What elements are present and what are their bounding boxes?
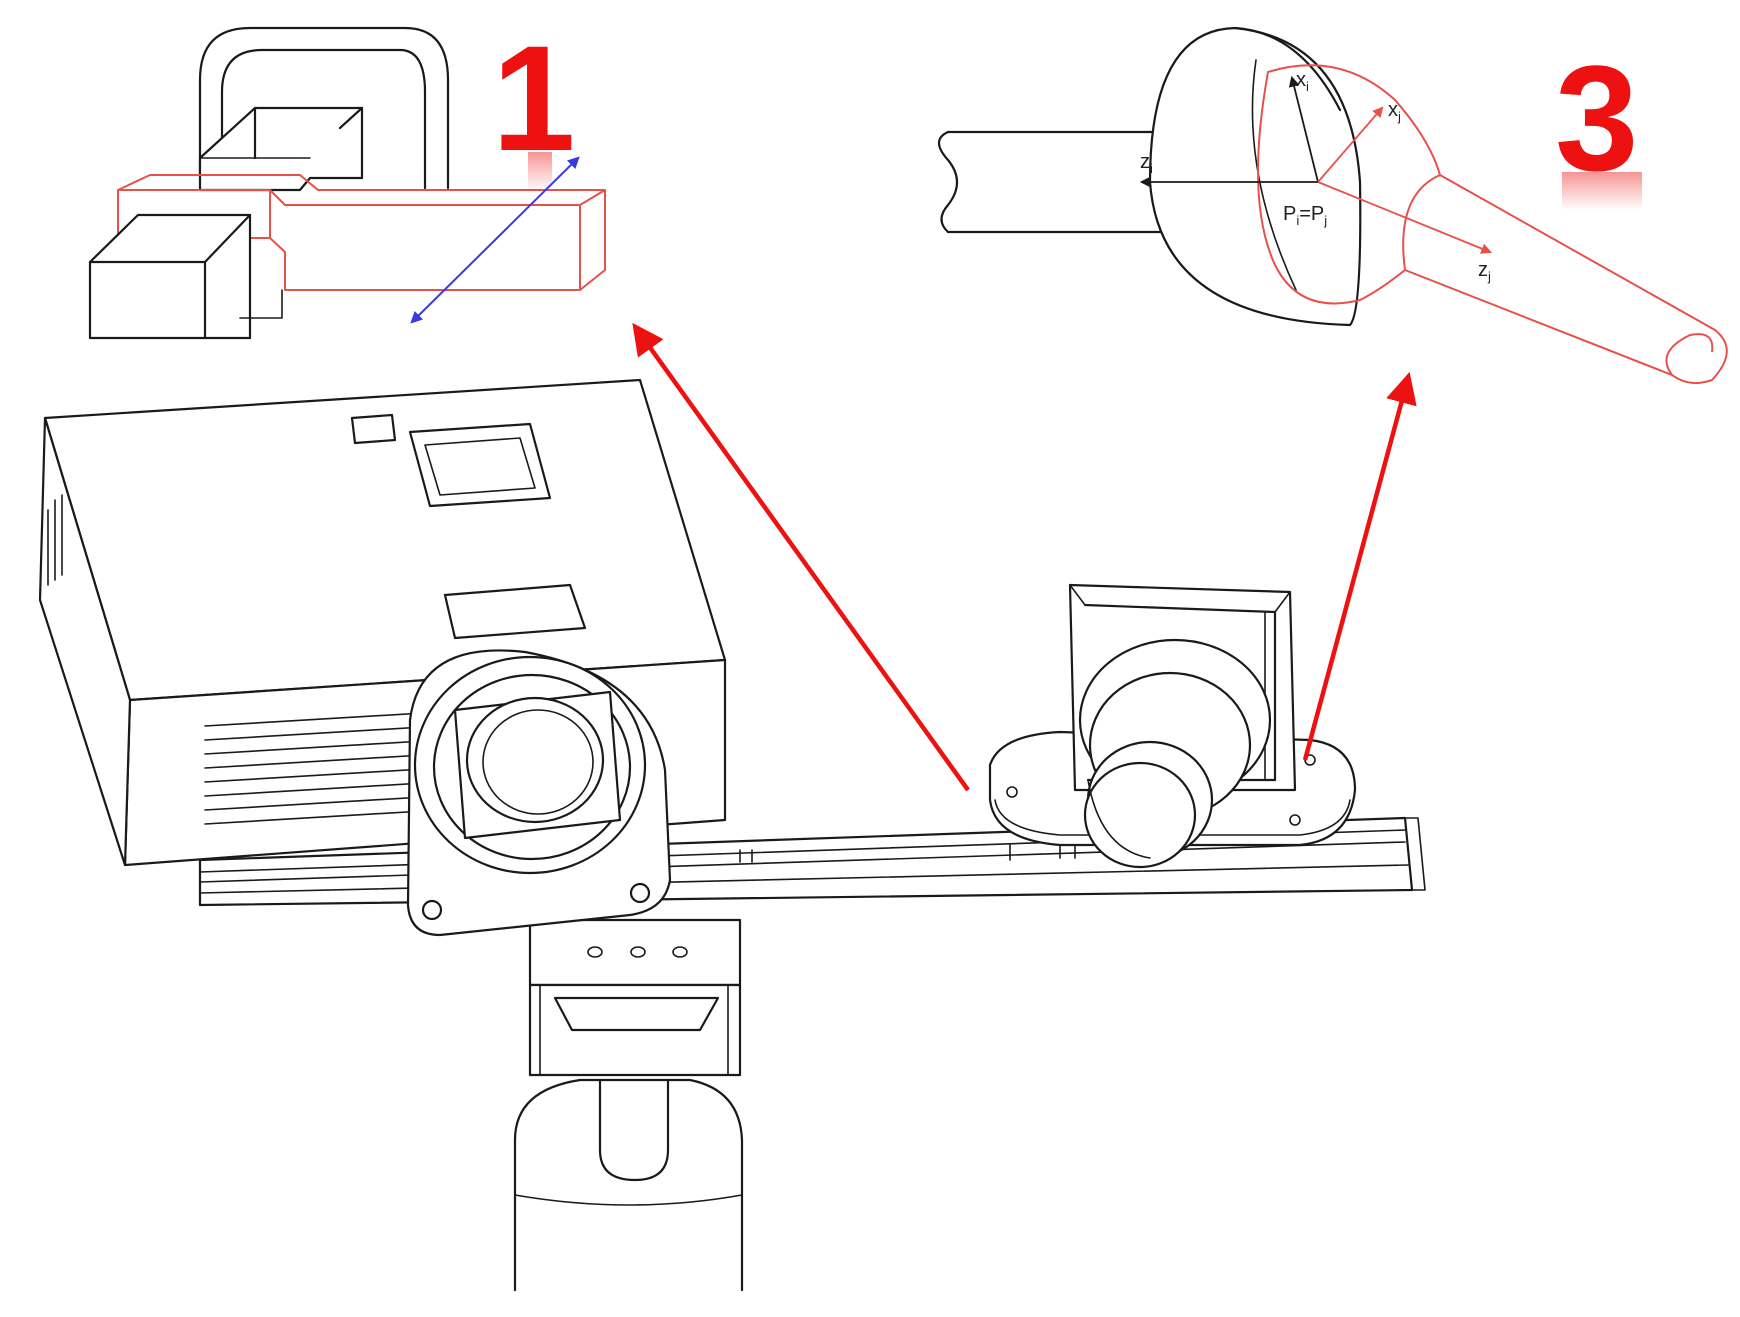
prismatic-joint-drawing [88, 26, 606, 340]
marker-1: 1 [492, 14, 575, 192]
point-label: Pi=Pj [1283, 203, 1327, 228]
projector-lens-drawing [406, 649, 672, 937]
axis-label-zi: zi [1140, 151, 1153, 176]
stand-drawing [513, 918, 744, 1292]
axis-label-zj: zj [1478, 259, 1491, 284]
axis-label-xi: xi [1296, 69, 1309, 94]
arrow-to-joint-3 [1302, 371, 1417, 761]
axis-label-xj: xj [1388, 99, 1401, 124]
marker-3: 3 [1555, 34, 1642, 210]
arrow-to-joint-1 [632, 322, 970, 792]
camera-drawing [988, 583, 1357, 869]
spherical-joint-drawing: xi xj zi zj Pi=Pj [937, 26, 1728, 385]
